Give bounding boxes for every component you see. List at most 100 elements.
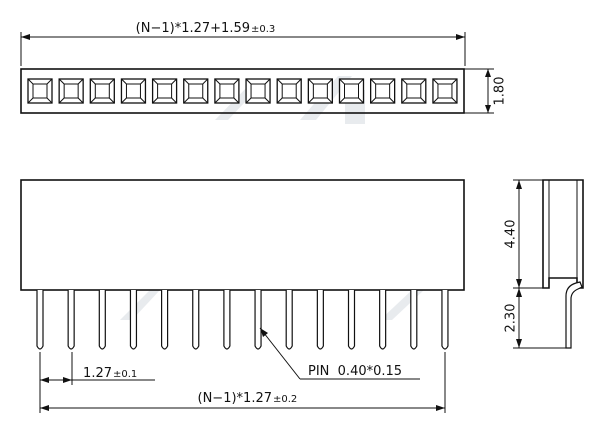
- socket-corner-line: [202, 97, 209, 104]
- socket-corner-line: [264, 78, 271, 85]
- top-length-label: (N−1)*1.27+1.59: [136, 21, 250, 36]
- top-height-arrow-bottom: [485, 105, 491, 113]
- socket-corner-line: [276, 97, 283, 104]
- side-pin-arrow-bottom: [516, 339, 522, 348]
- socket-inner: [125, 83, 141, 99]
- socket-corner-line: [27, 97, 34, 104]
- socket-inner: [219, 83, 235, 99]
- contact-pin: [347, 290, 356, 350]
- socket-corner-line: [307, 97, 314, 104]
- socket-cell: [369, 78, 396, 104]
- contact-pin: [98, 290, 106, 350]
- socket-corner-line: [401, 97, 408, 104]
- pitch-label: 1.27: [83, 366, 112, 381]
- socket-cell: [89, 78, 115, 104]
- socket-corner-line: [121, 78, 127, 85]
- socket-inner: [157, 83, 173, 99]
- body-height-label: 4.40: [504, 220, 519, 249]
- socket-cell: [401, 78, 427, 104]
- span-label: (N−1)*1.27: [198, 391, 272, 406]
- socket-corner-line: [183, 97, 190, 104]
- socket-corner-line: [358, 97, 364, 104]
- top-length-arrow-right: [456, 34, 465, 40]
- socket-corner-line: [389, 78, 396, 85]
- contact-pin: [223, 290, 231, 350]
- socket-corner-line: [326, 97, 333, 104]
- socket-cell: [214, 78, 240, 104]
- socket-corner-line: [58, 78, 65, 85]
- socket-inner: [188, 83, 204, 99]
- top-view: (N−1)*1.27+1.59 ±0.3 1.80: [20, 21, 508, 114]
- socket-corner-line: [46, 97, 53, 104]
- socket-cell: [338, 78, 365, 104]
- socket-cell: [58, 78, 84, 104]
- socket-corner-line: [245, 78, 252, 85]
- pin-label: PIN 0.40*0.15: [308, 364, 402, 379]
- socket-inner: [312, 83, 328, 99]
- socket-corner-line: [358, 78, 364, 85]
- socket-inner: [437, 83, 453, 99]
- contact-pin: [441, 290, 449, 350]
- contact-pin: [316, 290, 324, 350]
- pin-leader-diagonal: [259, 327, 301, 380]
- top-strip-body: [20, 68, 465, 114]
- span-tolerance: ±0.2: [273, 394, 297, 405]
- socket-corner-line: [339, 97, 345, 104]
- socket-corner-line: [401, 78, 408, 85]
- socket-corner-line: [307, 78, 314, 85]
- socket-corner-line: [108, 78, 115, 85]
- socket-inner: [32, 83, 48, 99]
- top-length-arrow-left: [21, 34, 30, 40]
- pitch-tolerance: ±0.1: [113, 369, 137, 380]
- socket-corner-line: [140, 78, 146, 85]
- front-body: [20, 179, 465, 291]
- socket-corner-line: [389, 97, 396, 104]
- socket-corner-line: [171, 97, 177, 104]
- socket-corner-line: [77, 97, 84, 104]
- socket-cell: [151, 78, 178, 104]
- socket-corner-line: [370, 78, 377, 85]
- span-arrow-left: [40, 405, 49, 411]
- contact-pin: [36, 290, 44, 350]
- socket-corner-line: [27, 78, 34, 85]
- socket-corner-line: [171, 78, 177, 85]
- contact-pin: [67, 290, 75, 350]
- socket-corner-line: [152, 97, 158, 104]
- socket-inner: [94, 83, 110, 99]
- socket-corner-line: [420, 97, 427, 104]
- contact-pin: [254, 290, 262, 350]
- socket-corner-line: [432, 78, 439, 85]
- socket-cell: [432, 78, 458, 104]
- socket-corner-line: [214, 78, 221, 85]
- socket-corner-line: [214, 97, 221, 104]
- socket-row: [27, 78, 458, 104]
- socket-corner-line: [58, 97, 65, 104]
- socket-inner: [63, 83, 79, 99]
- contact-pin: [192, 290, 200, 350]
- socket-corner-line: [140, 97, 146, 104]
- front-view: 1.27 ±0.1 PIN 0.40*0.15 (N−1)*1.27 ±0.2: [20, 179, 465, 413]
- socket-inner: [375, 83, 391, 99]
- socket-corner-line: [451, 78, 458, 85]
- top-height-label: 1.80: [493, 77, 508, 106]
- socket-corner-line: [432, 97, 439, 104]
- side-pin-arrow-top: [516, 288, 522, 297]
- socket-corner-line: [339, 78, 345, 85]
- contact-pin: [285, 290, 293, 350]
- socket-corner-line: [89, 78, 96, 85]
- socket-cell: [120, 78, 147, 104]
- socket-cell: [183, 78, 209, 104]
- socket-cell: [276, 78, 302, 104]
- socket-corner-line: [233, 78, 240, 85]
- socket-corner-line: [326, 78, 333, 85]
- socket-corner-line: [295, 97, 302, 104]
- pitch-arrow-left: [40, 377, 49, 383]
- socket-corner-line: [276, 78, 283, 85]
- contact-pin: [410, 290, 418, 350]
- side-view: 4.40 2.30: [504, 179, 584, 349]
- socket-cell: [307, 78, 334, 104]
- socket-corner-line: [89, 97, 96, 104]
- socket-corner-line: [46, 78, 53, 85]
- pitch-arrow-right: [63, 377, 72, 383]
